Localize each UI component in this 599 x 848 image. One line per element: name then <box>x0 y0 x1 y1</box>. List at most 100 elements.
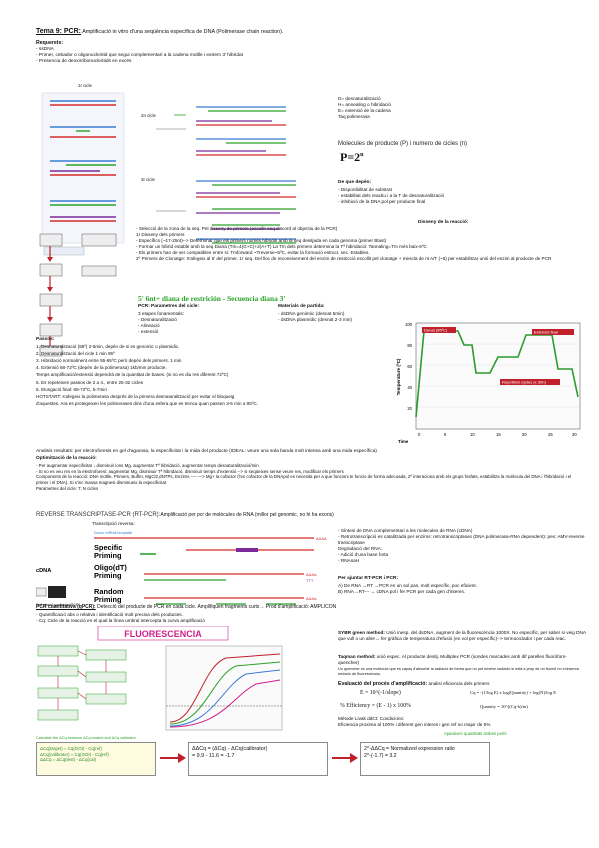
final-extension-label: Extensió final <box>534 330 558 335</box>
first-cycle-label: 1r cicle <box>78 83 92 88</box>
steps-list: 1. Desnaturalització (95º) 2-5min, depèn… <box>36 344 259 406</box>
arrow-icon-2 <box>332 753 358 763</box>
cdna-label: cDNA <box>36 568 51 574</box>
page-header: Tema 9: PCR: Amplificació in vitro d'una… <box>36 28 576 37</box>
priming2-label: Priming <box>94 571 122 580</box>
eq-percent: % Efficiency = (E - 1) x 100% <box>340 703 411 709</box>
params-col1-items: 3 etapes fonamentals: - Desnaturalitzaci… <box>138 311 185 335</box>
params-col1-title: PCR: Parametres del cicle: <box>138 304 200 309</box>
product-formula: P=2n <box>340 150 364 165</box>
params-col2-items: - dsDNA genòmic (desnat 5min) - dsDNA pl… <box>278 311 352 323</box>
cycle3-label: 3r cicle <box>141 177 155 182</box>
rtpcr-steps-title: Per ajuntar RT-PCR i PCR: <box>338 576 398 581</box>
denat-label-bg <box>422 327 456 333</box>
xtick-15: 15 <box>496 432 501 437</box>
fluorescence-label: FLUORESCENCIA <box>124 629 202 639</box>
rtpcr-steps-list: A) De RNA →RT →PCR en un sol pas, molt e… <box>338 583 477 595</box>
steps-title: Passos: <box>36 337 55 342</box>
cloning-flow-svg <box>39 233 117 357</box>
molecules-heading: Molecules de producte (P) i numero de ci… <box>338 141 468 147</box>
eval-text: analisi eficiencia dels primers <box>427 681 490 686</box>
optimization-title: Optimització de la reacció: <box>36 456 97 461</box>
taqman-title: Taqman method: <box>338 654 376 659</box>
fluorescence-diagram: FLUORESCENCIA <box>36 625 286 734</box>
cycle-legend: D= desnaturalització H= annealing o hibr… <box>338 96 392 120</box>
priming1-label: Priming <box>94 551 122 560</box>
optimization-list: - Per augmentar especificitat ↓ disminui… <box>36 463 572 491</box>
pcr-cycle-diagram: 1r cicle 2n cicle 3r cicle <box>36 77 332 257</box>
ytick-20: 20 <box>407 406 412 411</box>
rtpcr-svg: Donor mRNA template AAAA Specific Primin… <box>35 531 327 607</box>
params-col2-title: Materials de partida: <box>278 304 325 309</box>
rtpcr-header: REVERSE TRANSCRIPTASE-PCR (RT-PCR):Ampli… <box>36 512 584 520</box>
arrow-icon-1 <box>160 753 186 763</box>
design-body: - Selecció de la zona de la seq. Pel dis… <box>136 226 552 261</box>
small-note: Aparaixen quantitats arabes perió <box>444 731 507 736</box>
temperature-profile <box>415 330 579 418</box>
cycle2-strands <box>156 106 286 156</box>
taqman-text: unió espec. Al producte desitj. Multiple… <box>338 654 567 666</box>
requirements-title: Requerets: <box>36 40 64 46</box>
xtick-5: 5 <box>444 432 447 437</box>
aaaa-2: AAAA <box>306 572 317 577</box>
random-label: Random <box>94 587 124 596</box>
xtick-30: 30 <box>572 432 577 437</box>
repeat-cycles-label: Repetition cycles (x 30n) <box>502 380 546 385</box>
eval-title: Evaluació del procés d'amplificació: <box>338 681 428 687</box>
taqman-block: Taqman method: unió espec. Al producte d… <box>338 654 586 666</box>
qpcr-heading-rest: Detecció del producte de PCR en cada cic… <box>95 604 337 610</box>
denat-label: Denat (95ºC) <box>424 328 448 333</box>
ytick-80: 80 <box>407 343 412 348</box>
calc-note: Calculate the ΔCq between ΔCq treated an… <box>36 736 136 740</box>
aaaa-3: AAAA <box>306 596 317 601</box>
rtpcr-heading: REVERSE TRANSCRIPTASE-PCR (RT-PCR): <box>36 512 161 518</box>
eval-block: Evaluació del procés d'amplificació: ana… <box>338 681 586 688</box>
specific-label: Specific <box>94 543 122 552</box>
page-title: Tema 9: PCR: <box>36 28 81 35</box>
qpcr-header: PCR cuantitativa (qPCR): Detecció del pr… <box>36 604 584 610</box>
xtick-10: 10 <box>470 432 475 437</box>
analysis-results: Analisis resultats: per electroforesis e… <box>36 449 377 454</box>
xtick-20: 20 <box>522 432 527 437</box>
thermal-ylabel: Temperature (ºC) <box>396 358 401 395</box>
calc-box-mid: ΔΔCq = (ΔCq) - ΔCq(calibrator) = 9.9 - 1… <box>188 742 328 776</box>
calc-box-left: ΔCq(target) = Cq(GOI) - Cq(ref) ΔCq(cali… <box>36 742 156 776</box>
depends-list: - Disponibilitat de substrat - estabilit… <box>338 187 445 205</box>
qpcr-list: - Quantificació abs o relativa i identif… <box>36 612 205 624</box>
ytick-40: 40 <box>407 385 412 390</box>
final-label-bg <box>532 329 574 335</box>
ttt-label: TTT <box>306 578 314 583</box>
formula-exponent: n <box>360 152 364 158</box>
sybr-block: SYBR green method: Unió inesp. del dsDNA… <box>338 630 586 642</box>
aaaa-1: AAAA <box>316 536 327 541</box>
rtpcr-notes: - Síntesi de DNA complementari a les mol… <box>338 528 585 564</box>
calc-box-right: 2^-ΔΔCq = Normalized expression ratio 2^… <box>360 742 490 776</box>
requirements-list: - ssDNA - Primer, cebador o oligonucleòt… <box>36 47 244 65</box>
mrna-label: Donor mRNA template <box>94 531 132 535</box>
depends-title: De que depèn: <box>338 180 372 185</box>
sybr-title: SYBR green method: <box>338 630 385 635</box>
sybr-text: Unió inesp. del dsDNA, augment de la flu… <box>338 630 586 642</box>
pcr-cycle-svg <box>41 92 296 256</box>
cycle2-label: 2n cicle <box>141 113 156 118</box>
ytick-60: 60 <box>407 364 412 369</box>
cloning-slogan: 5' 6nt+ diana de restrición - Secuencia … <box>138 294 286 303</box>
thermal-cycle-svg: 100 80 60 40 20 Temperature (ºC) 0 5 10 … <box>396 322 581 444</box>
eq-efficiency: E = 10^(-1/slope) <box>360 690 401 696</box>
thermal-cycle-chart: 100 80 60 40 20 Temperature (ºC) 0 5 10 … <box>392 317 588 445</box>
design-heading: Disseny de la reacció: <box>418 220 469 225</box>
eq-cq: Cq = -(1/log E) x log(Quantity) + log(N)… <box>470 690 557 695</box>
qpcr-heading: PCR cuantitativa (qPCR): <box>36 604 96 610</box>
second-strand-label: 2nd strand synthesis (PCR) <box>36 603 80 607</box>
oligo-label: Oligo(dT) <box>94 563 127 572</box>
rtpcr-diagram: Donor mRNA template AAAA Specific Primin… <box>35 528 332 614</box>
xtick-0: 0 <box>418 432 421 437</box>
rtpcr-sublabel: Transcripció reversa: <box>92 521 135 526</box>
rtpcr-heading-rest: Amplificació per pcr de molècules de RNA… <box>160 512 334 518</box>
repeat-label-bg <box>500 379 560 385</box>
priming3-label: Priming <box>94 595 122 604</box>
livak-method: Mètode Livak ddCt: Condicions: Eficienci… <box>338 716 491 728</box>
eq-quantity: Quantity = 10^((Cq-b)/m) <box>480 704 528 709</box>
formula-base: P=2 <box>340 150 361 164</box>
page-subtitle: Amplificació in vitro d'una seqüència es… <box>81 29 284 35</box>
